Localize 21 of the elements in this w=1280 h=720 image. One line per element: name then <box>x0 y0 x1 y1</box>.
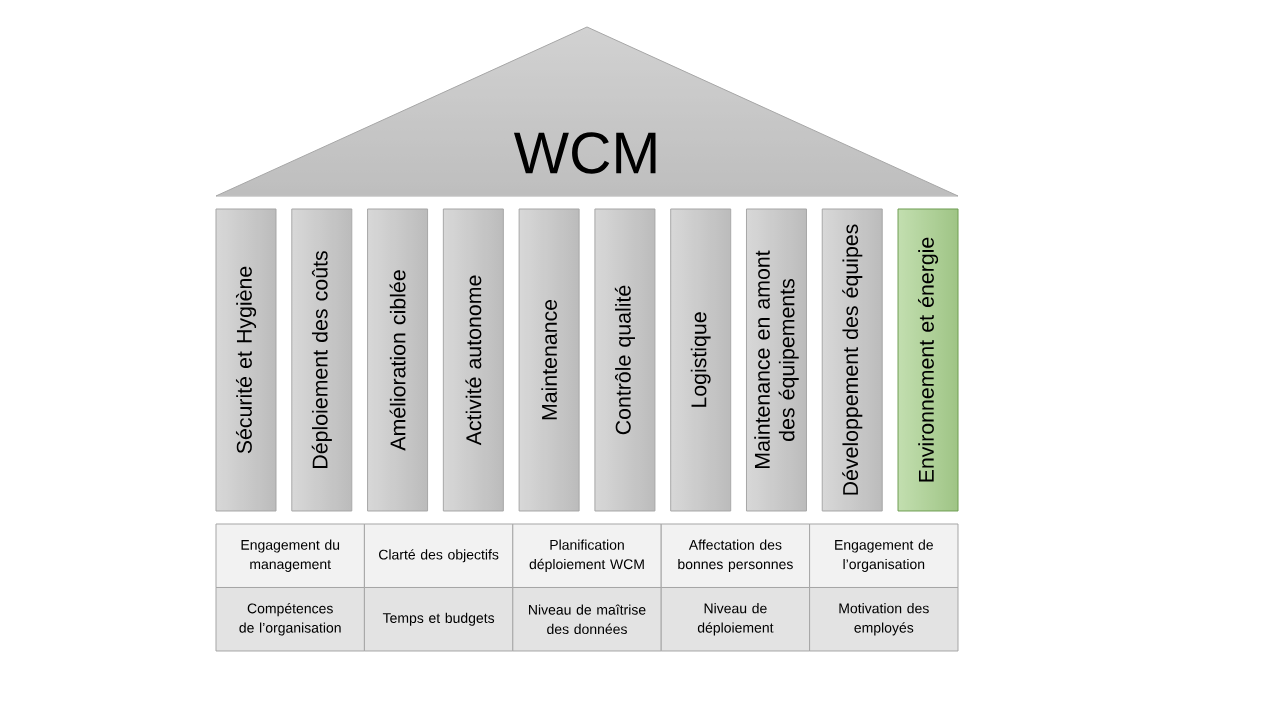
table-cell: Affectation des bonnes personnes <box>660 523 811 588</box>
pillar: Maintenance en amont des équipements <box>745 208 807 512</box>
table-cell: Engagement de l’organisation <box>809 523 959 588</box>
pillar: Amélioration ciblée <box>367 208 429 512</box>
table-cell: Niveau de déploiement <box>660 587 811 652</box>
pillar: Déploiement des coûts <box>291 208 353 512</box>
table-cell: Temps et budgets <box>363 587 514 652</box>
table-cell: Compétences de l’organisation <box>215 587 365 652</box>
table-cell: Planification déploiement WCM <box>512 523 662 588</box>
table-cell: Niveau de maîtrise des données <box>512 587 662 652</box>
pillar: Contrôle qualité <box>594 208 656 512</box>
table-cell: Motivation des employés <box>809 587 959 652</box>
pillar: Développement des équipes <box>821 208 883 512</box>
pillar: Activité autonome <box>442 208 504 512</box>
roof-triangle: WCM <box>215 26 959 197</box>
pillar: Logistique <box>670 208 732 512</box>
table-cell: Clarté des objectifs <box>363 523 514 588</box>
pillar: Sécurité et Hygiène <box>215 208 277 512</box>
pillar: Environnement et énergie <box>897 208 959 512</box>
table-cell: Engagement du management <box>215 523 365 588</box>
pillar: Maintenance <box>518 208 580 512</box>
